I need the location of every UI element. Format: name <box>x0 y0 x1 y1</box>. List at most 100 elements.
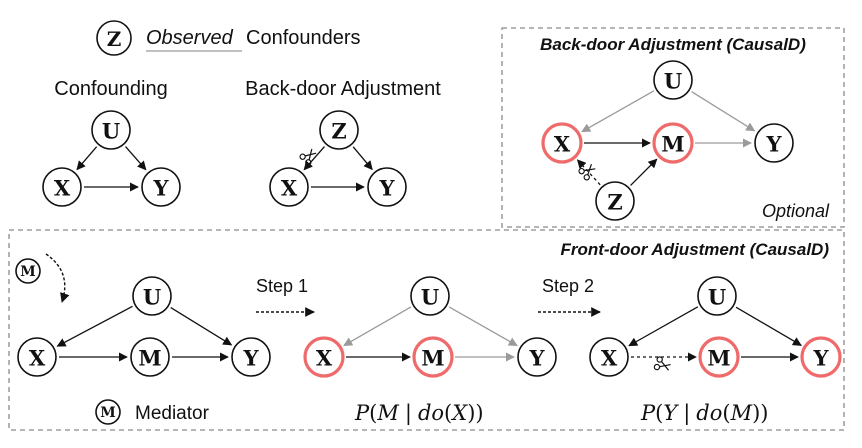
node-label: X <box>601 346 618 371</box>
node-label: U <box>102 119 120 144</box>
node-label: X <box>281 176 298 201</box>
node-label: U <box>708 285 726 310</box>
node-circle <box>132 276 172 316</box>
mediator-intro-arrow <box>45 253 70 303</box>
legend-observed-text: Observed <box>146 27 234 49</box>
scissors-icon <box>653 356 671 371</box>
node-circle <box>595 181 635 221</box>
node-f-u: U <box>132 276 172 316</box>
node-circle <box>367 167 407 207</box>
node-s1-u: U <box>410 276 450 316</box>
frontdoor-causald-box <box>8 229 845 431</box>
legend-m-label: M <box>100 405 116 421</box>
backdoor-causald-box <box>501 27 845 228</box>
node-r-x: X <box>541 122 583 164</box>
node-circle <box>17 337 57 377</box>
node-label: Y <box>813 346 830 371</box>
node-label: U <box>664 69 682 94</box>
edge-b_Z-b_Y <box>352 146 373 171</box>
node-label: Y <box>379 176 396 201</box>
node-s2-y: Y <box>800 336 842 378</box>
edge-s2_U-s2_Y <box>735 306 802 346</box>
edge-s2_U-s2_X <box>628 306 699 347</box>
node-label: X <box>29 346 46 371</box>
edges-layer <box>56 90 802 362</box>
node-s1-x: X <box>303 336 345 378</box>
node-label: Z <box>331 119 346 144</box>
node-s2-u: U <box>697 276 737 316</box>
node-label: Y <box>529 346 546 371</box>
node-r-y: Y <box>754 123 794 163</box>
node-label: U <box>421 285 439 310</box>
node-s2-m: M <box>698 336 740 378</box>
legend-z-node <box>96 20 132 56</box>
node-c-x: X <box>42 167 82 207</box>
node-s1-m: M <box>412 336 454 378</box>
node-circle <box>303 336 345 378</box>
edge-c_U-c_Y <box>125 146 147 171</box>
node-f-x: X <box>17 337 57 377</box>
edge-r_U-r_X <box>581 90 655 133</box>
edge-f_U-f_X <box>56 305 133 347</box>
node-label: M <box>138 346 161 371</box>
node-circle <box>589 337 629 377</box>
node-r-z: Z <box>595 181 635 221</box>
legend-confounder: Z Observed Confounders <box>96 20 361 56</box>
edge-c_U-c_X <box>76 146 98 171</box>
node-circle <box>231 337 271 377</box>
step2-label: Step 2 <box>542 276 594 296</box>
node-circle <box>412 336 454 378</box>
node-label: Y <box>153 176 170 201</box>
node-s2-x: X <box>589 337 629 377</box>
node-circle <box>269 167 309 207</box>
node-label: X <box>554 132 571 157</box>
node-circle <box>141 167 181 207</box>
edge-s1_U-s1_X <box>343 306 412 347</box>
node-c-y: Y <box>141 167 181 207</box>
edge-r_U-r_Y <box>691 91 756 132</box>
backdoor-causald-title: Back-door Adjustment (CausalD) <box>540 35 806 54</box>
node-circle <box>42 167 82 207</box>
node-circle <box>697 276 737 316</box>
legend-confounders-text: Confounders <box>246 27 361 49</box>
scissors-icon <box>299 148 317 166</box>
node-label: X <box>54 176 71 201</box>
node-circle <box>15 258 41 284</box>
confounding-title: Confounding <box>54 78 167 100</box>
mediator-intro-node: M <box>15 258 41 284</box>
node-label: Y <box>243 346 260 371</box>
node-label: Z <box>607 190 622 215</box>
legend-mediator: M Mediator <box>95 399 210 425</box>
node-circle <box>698 336 740 378</box>
node-circle <box>410 276 450 316</box>
node-b-x: X <box>269 167 309 207</box>
node-circle <box>517 337 557 377</box>
node-circle <box>91 110 131 150</box>
node-b-y: Y <box>367 167 407 207</box>
node-c-u: U <box>91 110 131 150</box>
node-label: M <box>661 132 684 157</box>
nodes-layer: U X Y Z X Y U X M Y Z U X M Y U X M Y U X M Y <box>17 60 842 378</box>
node-circle <box>653 60 693 100</box>
node-circle <box>800 336 842 378</box>
scissors-icon <box>578 164 596 181</box>
node-circle <box>652 122 694 164</box>
legend-mediator-text: Mediator <box>135 403 210 424</box>
backdoor-title: Back-door Adjustment <box>245 78 441 100</box>
node-label: M <box>421 346 444 371</box>
decor-layer: M <box>15 148 671 371</box>
optional-label: Optional <box>762 201 830 221</box>
node-label: M <box>707 346 730 371</box>
node-circle <box>319 110 359 150</box>
node-label: U <box>143 285 161 310</box>
node-label: X <box>316 346 333 371</box>
step1-label: Step 1 <box>256 276 308 296</box>
legend-m-node <box>95 399 121 425</box>
node-r-u: U <box>653 60 693 100</box>
edge-r_Z-r_M <box>630 158 658 186</box>
edge-s1_U-s1_Y <box>448 306 518 347</box>
node-r-m: M <box>652 122 694 164</box>
node-f-m: M <box>130 337 170 377</box>
node-circle <box>541 122 583 164</box>
